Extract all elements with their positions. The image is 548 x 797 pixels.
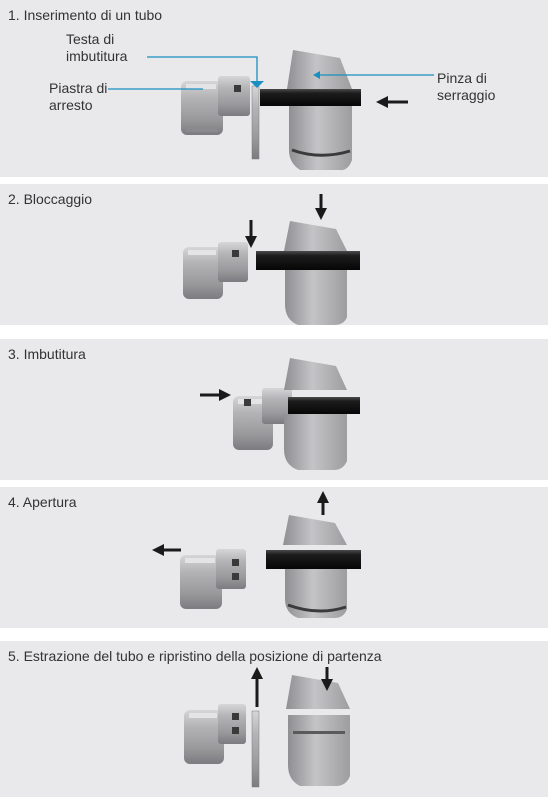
stop-plate [251,85,260,160]
up-arrow [317,491,329,515]
tube [288,397,360,414]
up-arrow [251,667,263,707]
stop-plate [251,710,260,788]
flaring-head [183,242,248,299]
push-arrow [376,96,408,108]
down-arrow [321,667,333,691]
step-5-illustration [184,667,350,788]
clamp-jaw-top [284,221,347,251]
label-flaring-head: Testa di imbutitura [66,31,128,64]
flaring-head [233,388,292,450]
left-arrow [152,544,181,556]
clamp-jaw-bottom [288,715,350,786]
step-title: 4. Apertura [8,494,77,510]
step-title: 5. Estrazione del tubo e ripristino dell… [8,648,382,664]
step-1-illustration [108,50,434,171]
step-title: 1. Inserimento di un tubo [8,7,163,23]
step-3-illustration [200,358,360,470]
clamp-jaw-bottom [284,414,347,470]
clamp-jaw-top [284,358,347,390]
clamp-jaw-top [283,515,347,545]
flaring-head [180,549,246,609]
step-panel-3: 3. Imbutitura [0,339,548,480]
label-stop-plate: Piastra di arresto [49,80,108,113]
step-2-illustration [183,194,360,325]
step-panel-1: 1. Inserimento di un tubo Testa di imbut… [0,0,548,177]
clamp-jaw-bottom [285,569,347,618]
clamp-jaw-bottom [285,270,347,325]
tube [260,89,361,106]
step-title: 3. Imbutitura [8,346,86,362]
down-arrow [245,220,257,248]
tube [266,550,361,569]
tube [256,251,360,270]
step-panel-2: 2. Bloccaggio [0,184,548,325]
leader-lines [108,56,434,90]
step-panel-5: 5. Estrazione del tubo e ripristino dell… [0,641,548,797]
flaring-head [181,76,250,135]
step-panel-4: 4. Apertura [0,487,548,628]
push-arrow [200,389,231,401]
clamp-jaw-top [287,50,352,89]
clamp-jaw-top [286,675,350,709]
clamp-jaw-bottom [289,106,352,171]
label-clamp: Pinza di serraggio [437,70,496,103]
down-arrow [315,194,327,220]
step-4-illustration [152,491,361,618]
step-title: 2. Bloccaggio [8,191,93,207]
flaring-head [184,704,246,764]
